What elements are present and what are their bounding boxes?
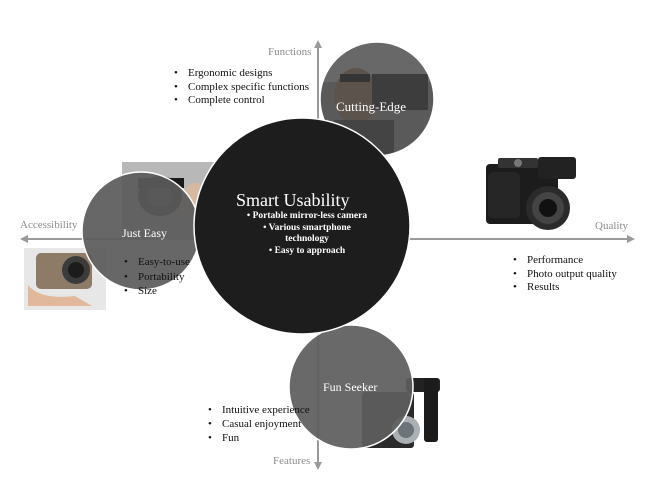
axis-label-left: Accessibility bbox=[20, 219, 78, 231]
cutting-edge-title: Cutting-Edge bbox=[336, 99, 407, 114]
axis-label-top: Functions bbox=[268, 46, 312, 58]
list-item: Complex specific functions bbox=[174, 81, 309, 95]
list-item: Photo output quality bbox=[513, 268, 617, 282]
list-item: Portability bbox=[124, 270, 190, 285]
list-item: Performance bbox=[513, 254, 617, 268]
fun-seeker-title: Fun Seeker bbox=[323, 380, 378, 394]
photo-compact-camera-hand bbox=[24, 248, 106, 310]
cutting-edge-list: Ergonomic designs Complex specific funct… bbox=[174, 67, 309, 108]
smart-usability-title: Smart Usability bbox=[236, 190, 350, 210]
list-item: Intuitive experience bbox=[208, 404, 310, 418]
list-item: Results bbox=[513, 281, 617, 295]
list-item: • Various smartphone technology bbox=[263, 222, 351, 245]
list-item: Complete control bbox=[174, 94, 309, 108]
list-item: • Easy to approach bbox=[268, 245, 346, 256]
photo-premium-camera bbox=[486, 157, 576, 230]
list-item: Fun bbox=[208, 432, 310, 446]
fun-seeker-circle bbox=[288, 324, 414, 450]
just-easy-list: Easy-to-use Portability Size bbox=[124, 255, 190, 299]
axis-label-right: Quality bbox=[595, 220, 628, 232]
smart-usability-list: • Portable mirror-less camera • Various … bbox=[222, 211, 392, 257]
fun-seeker-list: Intuitive experience Casual enjoyment Fu… bbox=[208, 404, 310, 445]
list-item: Ergonomic designs bbox=[174, 67, 309, 81]
list-item: Casual enjoyment bbox=[208, 418, 310, 432]
cutting-edge-circle bbox=[319, 41, 435, 157]
smart-usability-circle bbox=[193, 117, 411, 335]
list-item: Size bbox=[124, 284, 190, 299]
list-item: • Portable mirror-less camera bbox=[246, 211, 368, 221]
just-easy-title: Just Easy bbox=[122, 226, 167, 240]
axis-label-bottom: Features bbox=[273, 455, 311, 467]
quality-list: Performance Photo output quality Results bbox=[513, 254, 617, 295]
list-item: Easy-to-use bbox=[124, 255, 190, 270]
